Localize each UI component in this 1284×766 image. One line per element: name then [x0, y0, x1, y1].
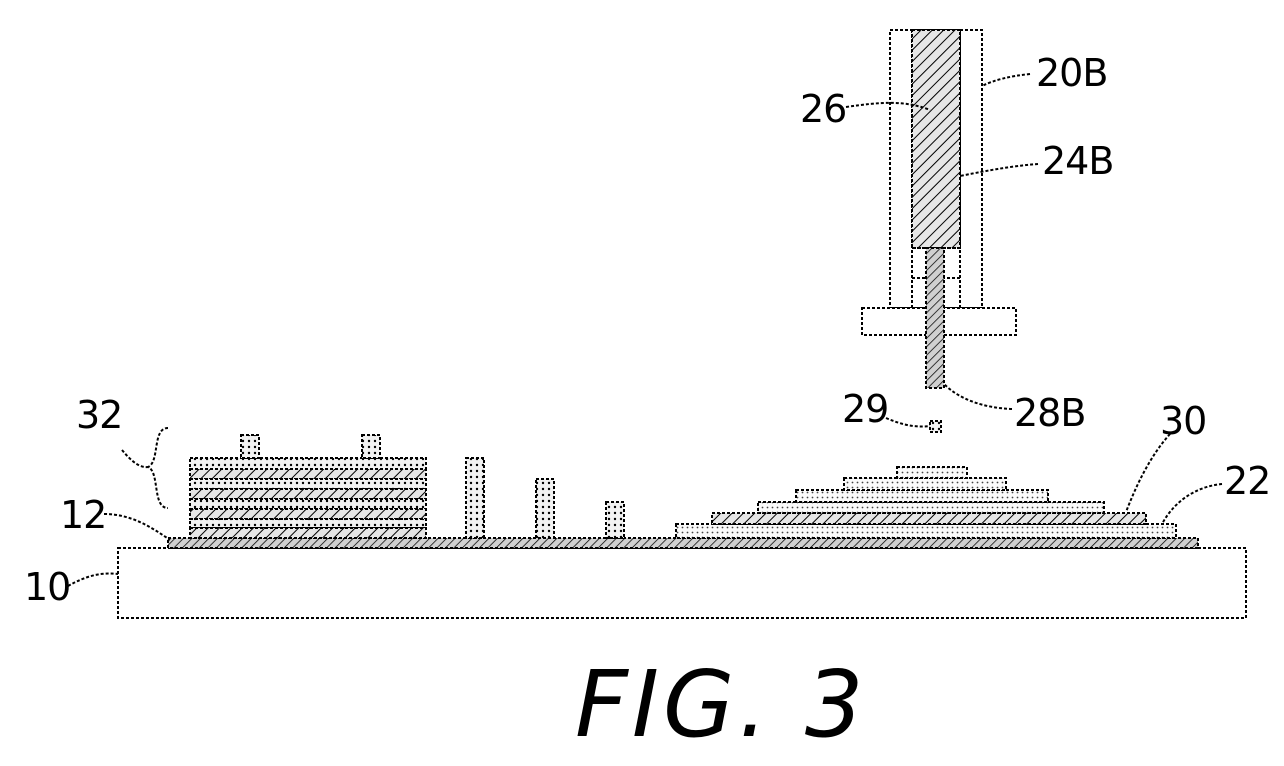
stepped-pyramid [675, 466, 1177, 539]
label-29: 29 [842, 387, 888, 431]
layer-stack [189, 457, 427, 539]
substrate [117, 547, 1247, 619]
droplet [929, 420, 942, 433]
leader-12 [103, 513, 171, 541]
leader-20B [981, 73, 1031, 87]
stack-post-left [240, 434, 260, 459]
pillar-medium [535, 478, 555, 539]
leader-24B [959, 163, 1039, 177]
leader-22 [1161, 483, 1223, 525]
pillar-short [605, 501, 625, 539]
label-30: 30 [1160, 399, 1206, 443]
figure-caption: FIG. 3 [575, 651, 867, 758]
label-12: 12 [60, 493, 106, 537]
label-32: 32 [76, 393, 122, 437]
leader-32-brace [145, 427, 169, 509]
film-layer [167, 537, 1199, 549]
pillar-tall [465, 457, 485, 539]
print-nozzle [861, 29, 1017, 433]
leader-28B [943, 383, 1013, 410]
label-20B: 20B [1036, 51, 1107, 95]
leader-10 [67, 572, 119, 587]
leader-29 [885, 417, 931, 428]
label-26: 26 [800, 87, 846, 131]
label-28B: 28B [1014, 391, 1085, 435]
leader-26 [845, 101, 931, 111]
leader-32 [121, 449, 149, 469]
label-22: 22 [1224, 459, 1270, 503]
leader-30 [1125, 433, 1171, 513]
label-10: 10 [24, 565, 70, 609]
nozzle-tip [925, 247, 945, 389]
label-24B: 24B [1042, 139, 1113, 183]
stack-post-right [361, 434, 381, 459]
nozzle-material [911, 29, 961, 249]
